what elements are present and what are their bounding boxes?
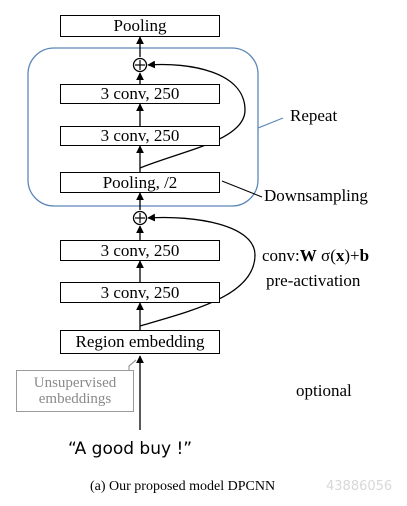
downsampling-callout-line [221, 180, 263, 198]
conv-layer-2: 3 conv, 250 [60, 282, 220, 303]
pre-activation-label: pre-activation [266, 271, 361, 290]
conv-formula-x: x [335, 246, 345, 265]
repeat-label: Repeat [290, 106, 338, 125]
figure-caption: (a) Our proposed model DPCNN [90, 479, 276, 494]
conv-layer-repeat-2: 3 conv, 250 [60, 126, 220, 146]
conv-formula-plus: )+ [344, 246, 360, 265]
unsupervised-embeddings-box: Unsupervised embeddings [16, 370, 134, 412]
skip-connection-upper [139, 60, 246, 169]
conv-layer-1: 3 conv, 250 [60, 240, 220, 261]
conv-formula-sigma: σ( [316, 246, 336, 265]
conv-formula-b: b [359, 246, 370, 265]
pooling-half-layer: Pooling, /2 [60, 172, 220, 193]
repeat-group-box [27, 47, 259, 207]
sum-node-upper [132, 57, 148, 73]
conv-layer-repeat-1: 3 conv, 250 [60, 84, 220, 104]
repeat-callout-line [257, 117, 284, 129]
input-text: “A good buy !” [68, 439, 193, 459]
conv-formula-label: conv:W σ(x)+b [262, 246, 369, 266]
region-embedding-layer: Region embedding [60, 330, 220, 354]
sum-node-lower [132, 210, 148, 226]
optional-label: optional [296, 381, 352, 400]
unsupervised-line-2: embeddings [38, 391, 112, 407]
pooling-top-layer: Pooling [60, 15, 220, 37]
downsampling-label: Downsampling [264, 186, 368, 205]
unsupervised-line-1: Unsupervised [33, 375, 117, 391]
watermark: 43886056 [326, 479, 393, 494]
skip-connection-lower [139, 213, 256, 327]
conv-formula-prefix: conv: [262, 246, 300, 265]
conv-formula-W: W [299, 246, 317, 265]
